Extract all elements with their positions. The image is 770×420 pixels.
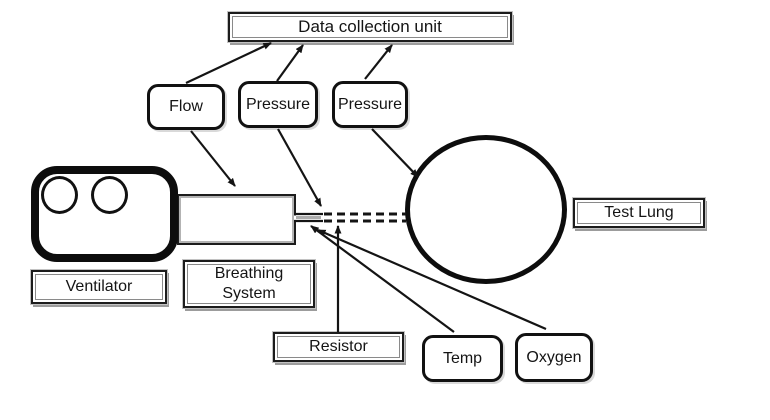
pressure-sensor-box-1: Pressure bbox=[238, 81, 318, 128]
oxygen-sensor-box: Oxygen bbox=[515, 333, 593, 382]
tube-opening bbox=[294, 215, 323, 221]
temp-label: Temp bbox=[442, 349, 483, 367]
flow-label: Flow bbox=[169, 98, 203, 115]
resistor-label: Resistor bbox=[309, 338, 368, 355]
arrow-pressure2-to-dcu bbox=[364, 44, 393, 80]
data-collection-unit-box: Data collection unit bbox=[228, 12, 512, 42]
ventilator-knob-icon bbox=[91, 176, 128, 214]
flow-sensor-box: Flow bbox=[147, 84, 225, 130]
pressure-sensor-box-2: Pressure bbox=[332, 81, 408, 128]
arrow-pressure1-to-dcu bbox=[276, 44, 304, 82]
ventilator-label-box: Ventilator bbox=[31, 270, 167, 304]
breathing-system-shape bbox=[177, 194, 296, 245]
test-lung-label: Test Lung bbox=[604, 204, 674, 221]
test-lung-shape bbox=[405, 135, 567, 284]
ventilator-device-shape bbox=[31, 166, 178, 262]
temp-sensor-box: Temp bbox=[422, 335, 503, 382]
pressure-1-label: Pressure bbox=[245, 95, 311, 113]
ventilator-label: Ventilator bbox=[65, 278, 133, 295]
ventilator-knob-icon bbox=[41, 176, 78, 214]
oxygen-label: Oxygen bbox=[526, 348, 582, 366]
test-lung-label-box: Test Lung bbox=[573, 198, 705, 228]
data-collection-unit-label: Data collection unit bbox=[298, 17, 442, 36]
arrow-pressure2-to-test-lung bbox=[371, 128, 419, 178]
pressure-2-label: Pressure bbox=[337, 95, 403, 113]
breathing-system-label-box: Breathing System bbox=[183, 260, 315, 308]
arrow-flow-to-dcu bbox=[185, 42, 272, 84]
resistor-label-box: Resistor bbox=[273, 332, 404, 362]
arrow-flow-to-breathing-system bbox=[190, 130, 236, 187]
breathing-system-label: Breathing System bbox=[214, 265, 284, 302]
